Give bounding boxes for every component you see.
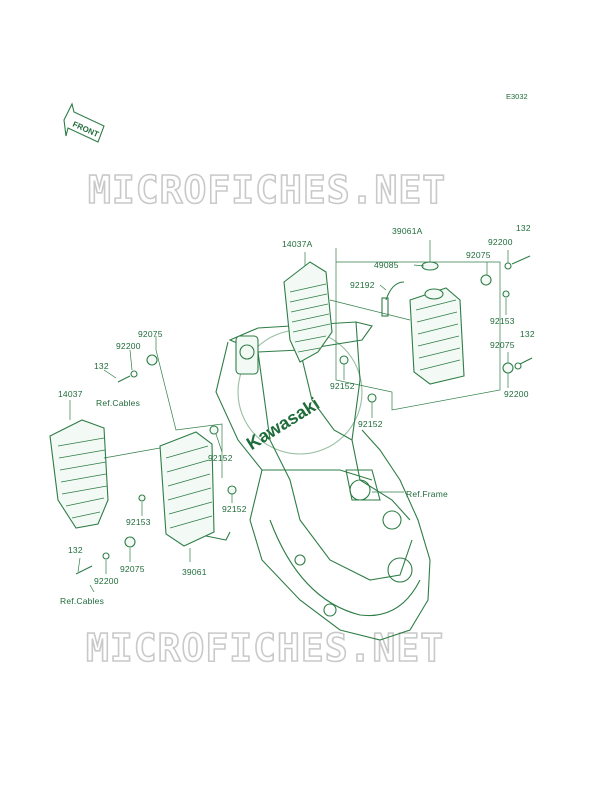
ref-cables-bottom: Ref.Cables xyxy=(60,596,104,606)
label-92152-b: 92152 xyxy=(358,419,383,429)
shroud-right xyxy=(283,261,333,363)
label-92152-c: 92152 xyxy=(208,453,233,463)
ref-frame: Ref.Frame xyxy=(406,489,448,499)
watermark-top: MICROFICHES.NET xyxy=(88,168,446,212)
frame: Kawasaki xyxy=(215,321,431,641)
label-14037A: 14037A xyxy=(282,239,313,249)
label-92200-top: 92200 xyxy=(488,237,513,247)
label-92075-bottom: 92075 xyxy=(120,564,145,574)
label-92153-right: 92153 xyxy=(490,316,515,326)
label-92075-top: 92075 xyxy=(466,250,491,260)
label-92153-left: 92153 xyxy=(126,517,151,527)
brand-watermark: Kawasaki xyxy=(243,393,323,453)
leader-lines xyxy=(69,240,509,593)
shroud-left xyxy=(49,419,109,529)
label-132-left: 132 xyxy=(94,361,109,371)
label-49085: 49085 xyxy=(374,260,399,270)
front-arrow-icon: FRONT xyxy=(63,102,105,143)
label-132-bottom: 132 xyxy=(68,545,83,555)
label-92075-right: 92075 xyxy=(490,340,515,350)
radiator-right xyxy=(339,255,533,403)
radiator-left xyxy=(75,354,237,575)
label-132-right: 132 xyxy=(520,329,535,339)
label-14037: 14037 xyxy=(58,389,83,399)
part-labels: 39061A 14037A 49085 92192 92075 92200 13… xyxy=(58,223,535,606)
diagram-code: E3032 xyxy=(506,92,528,101)
label-92192: 92192 xyxy=(350,280,375,290)
label-92200-left: 92200 xyxy=(116,341,141,351)
label-92152-a: 92152 xyxy=(330,381,355,391)
label-92200-right: 92200 xyxy=(504,389,529,399)
label-92200-bottom: 92200 xyxy=(94,576,119,586)
label-132-top: 132 xyxy=(516,223,531,233)
label-39061A: 39061A xyxy=(392,226,423,236)
label-92075-left: 92075 xyxy=(138,329,163,339)
ref-cables-top: Ref.Cables xyxy=(96,398,140,408)
label-39061: 39061 xyxy=(182,567,207,577)
watermark-bottom: MICROFICHES.NET xyxy=(86,626,444,670)
label-92152-d: 92152 xyxy=(222,504,247,514)
